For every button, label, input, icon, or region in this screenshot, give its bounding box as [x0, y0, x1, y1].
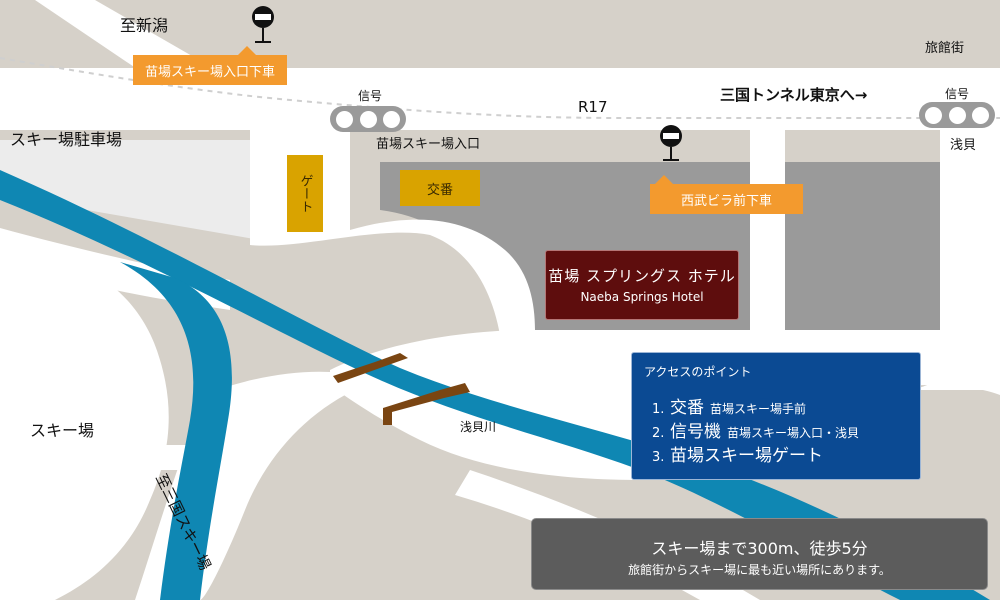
ski-gate: ゲート: [287, 155, 323, 232]
access-point: 1. 交番 苗場スキー場手前: [652, 398, 807, 418]
label-ski-area: スキー場: [30, 421, 95, 440]
distance-info-note: 旅館街からスキー場に最も近い場所にあります。: [628, 563, 891, 577]
bus-stop-icon: [252, 6, 274, 43]
bridge-icon: [383, 383, 470, 425]
police-box: 交番: [400, 170, 480, 206]
bridge-icon: [333, 353, 408, 383]
signal-east-location: 浅貝: [950, 138, 977, 153]
signal-west-location: 苗場スキー場入口: [376, 137, 481, 152]
ski-area-zone: [0, 250, 169, 600]
distance-info-headline: スキー場まで300m、徒歩5分: [651, 539, 868, 558]
traffic-signal-icon: [919, 102, 995, 128]
hotel-name-ja: 苗場 スプリングス ホテル: [548, 267, 736, 285]
label-ski-parking: スキー場駐車場: [10, 130, 123, 149]
signal-east-label: 信号: [945, 87, 970, 101]
signal-west-label: 信号: [358, 89, 383, 103]
hotel-marker: 苗場 スプリングス ホテル Naeba Springs Hotel: [545, 250, 739, 320]
access-points-panel: アクセスのポイント 1. 交番 苗場スキー場手前 2. 信号機 苗場スキー場入口…: [631, 352, 921, 480]
label-river: 浅貝川: [460, 420, 497, 434]
east-block: [785, 162, 940, 330]
access-point: 2. 信号機 苗場スキー場入口・浅貝: [652, 422, 860, 442]
distance-info-box: スキー場まで300m、徒歩5分 旅館街からスキー場に最も近い場所にあります。: [531, 518, 988, 590]
label-ryokan-street: 旅館街: [925, 41, 965, 56]
traffic-signal-icon: [330, 106, 406, 132]
label-to-tunnel: 三国トンネル東京へ→: [720, 86, 868, 104]
access-point: 3. 苗場スキー場ゲート: [652, 446, 823, 466]
bus-stop-ski-entrance: 苗場スキー場入口下車: [133, 46, 287, 85]
hotel-name-en: Naeba Springs Hotel: [580, 290, 704, 304]
label-to-niigata: 至新潟: [120, 16, 169, 35]
label-route: R17: [578, 98, 608, 116]
asakai-river: [0, 170, 990, 600]
bus-stop-icon: [660, 125, 682, 161]
access-title: アクセスのポイント: [644, 365, 752, 379]
bus-stop-seibu-villa: 西武ビラ前下車: [650, 175, 803, 214]
